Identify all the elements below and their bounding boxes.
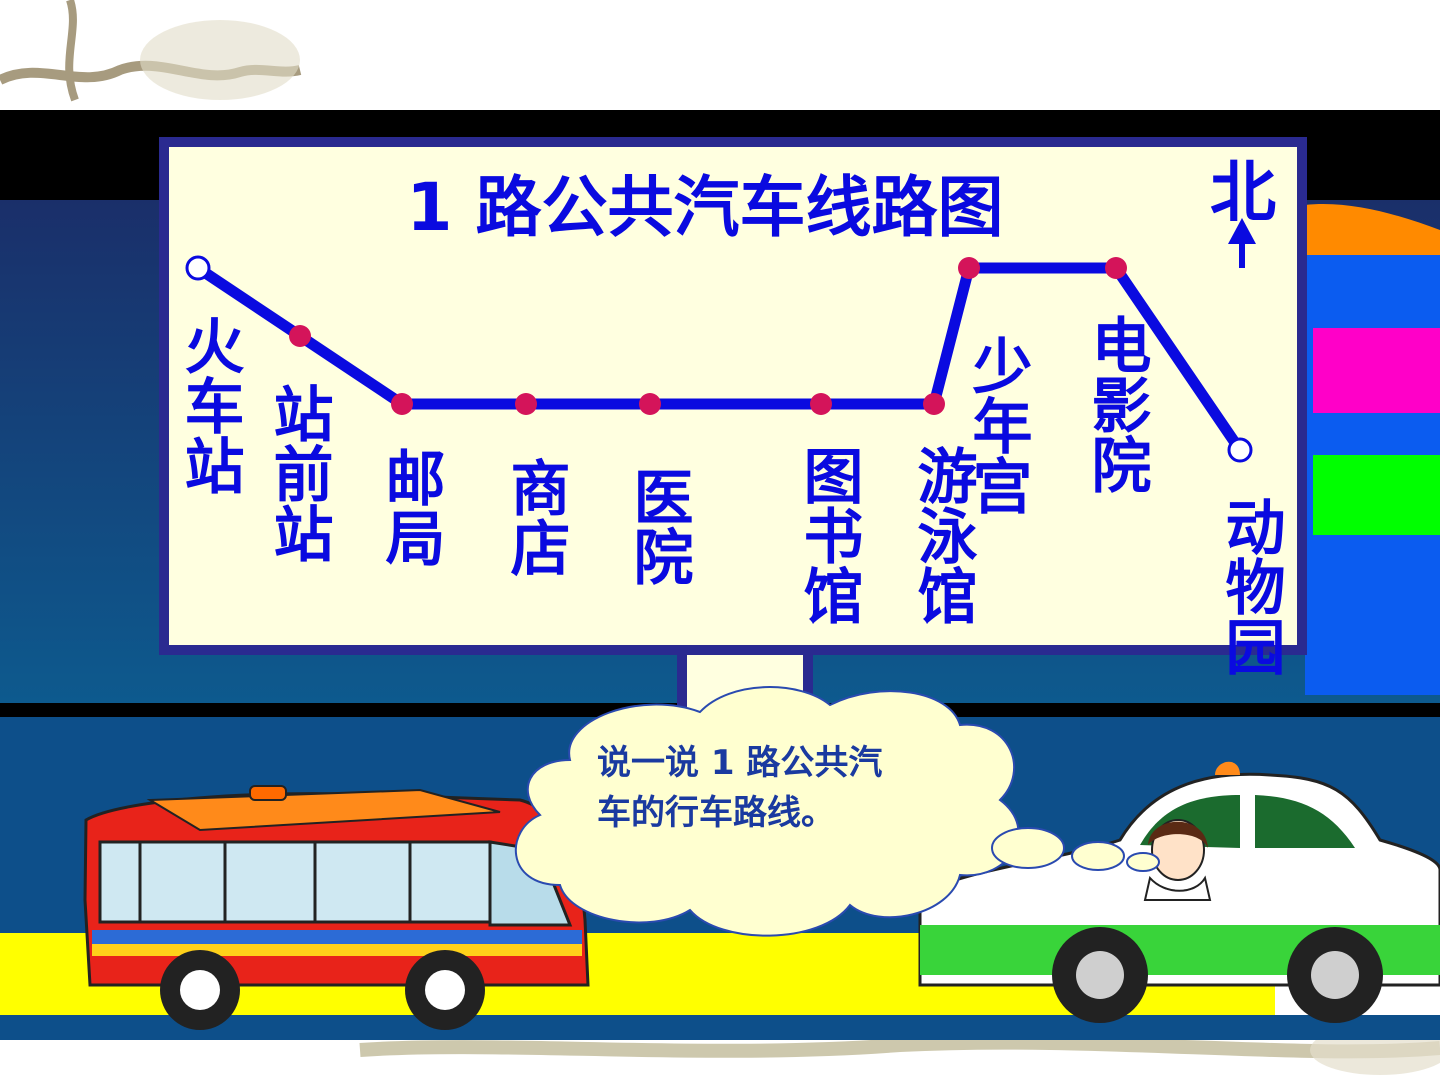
thought-bubble (514, 686, 1160, 937)
stop-label-post-office: 邮局 (375, 447, 445, 567)
stop-label-cinema: 电影院 (1081, 314, 1151, 494)
stop-dot (391, 393, 413, 415)
stop-dot (958, 257, 980, 279)
girl-driver-illustration (1143, 819, 1212, 901)
stop-label-station-front: 站前站 (263, 383, 333, 563)
stop-dot (289, 325, 311, 347)
stop-dot (810, 393, 832, 415)
stop-label-library: 图书馆 (793, 445, 863, 625)
map-title: 1 路公共汽车线路图 (406, 169, 1004, 246)
stop-label-train-station: 火车站 (174, 315, 244, 495)
stop-dot (923, 393, 945, 415)
stop-label-zoo: 动物园 (1215, 496, 1285, 676)
stop-label-swimming-pool: 游泳馆 (907, 445, 977, 625)
north-arrow-icon (1228, 218, 1256, 268)
thought-bubble-text: 说一说 1 路公共汽车的行车路线。 (597, 743, 883, 833)
taxi-illustration (918, 761, 1440, 1023)
vine-decoration-top-left (0, 0, 302, 102)
route-line (192, 262, 1246, 456)
stop-label-shop: 商店 (500, 457, 570, 577)
stop-dot (1105, 257, 1127, 279)
stop-dot (639, 393, 661, 415)
stop-label-youth-palace: 少年宫 (962, 335, 1032, 515)
north-label: 北 (1210, 154, 1276, 231)
bus-illustration (83, 785, 590, 1030)
stop-label-hospital: 医院 (623, 466, 693, 586)
terminus-dot (1227, 437, 1253, 463)
stop-dot (515, 393, 537, 415)
terminus-dot (185, 255, 211, 281)
